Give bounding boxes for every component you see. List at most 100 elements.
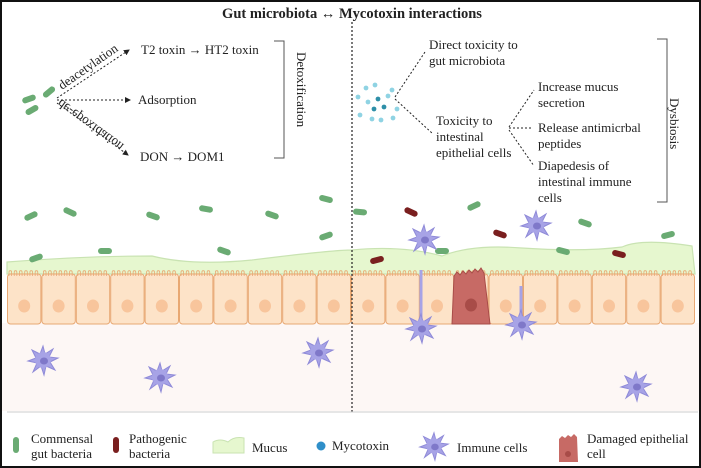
epithelial-cell — [247, 270, 283, 325]
mycotoxin-particle — [375, 96, 381, 102]
nucleus — [121, 299, 134, 313]
nucleus — [224, 299, 237, 313]
pathogenic-bacterium — [612, 249, 626, 259]
immune-cell — [408, 224, 440, 255]
immune-cell — [520, 210, 552, 241]
commensal-bacterium — [556, 246, 570, 256]
nucleus — [52, 299, 65, 313]
mycotoxin-particle — [365, 99, 371, 105]
commensal-bacteria-cluster-icon — [22, 86, 56, 115]
dysbiosis-label: Dysbiosis — [667, 98, 682, 149]
epithelial-cell — [488, 270, 524, 325]
epithelial-toxicity-connector — [394, 98, 434, 135]
mycotoxin-particle — [394, 106, 400, 112]
outcome-don: DON → DOM1 — [140, 149, 225, 164]
nucleus — [431, 299, 443, 313]
epithelial-cell — [75, 270, 111, 325]
mycotoxin-icon — [316, 441, 326, 451]
epithelial-cell — [591, 270, 627, 325]
commensal-bacterium — [98, 248, 112, 254]
commensal-bacterium — [435, 248, 449, 254]
nucleus — [603, 299, 615, 313]
detoxification-label: Detoxification — [294, 52, 309, 128]
epithelial-cell — [557, 270, 592, 325]
dysbiosis-bracket — [657, 38, 668, 203]
nucleus — [671, 299, 684, 313]
commensal-bacterium — [146, 211, 160, 221]
epithelial-cell — [282, 270, 317, 325]
epithelial-cell — [351, 270, 386, 325]
de-epoxidation-arrow — [56, 102, 129, 156]
mycotoxin-cluster-icon — [355, 82, 400, 123]
mycotoxin-particle — [357, 112, 363, 118]
nucleus — [362, 299, 375, 313]
mycotoxin-particle — [381, 104, 387, 110]
nucleus — [327, 299, 340, 313]
commensal-bacterium — [199, 205, 213, 213]
nucleus — [499, 299, 512, 313]
mycotoxin-particle — [390, 115, 396, 121]
deacetylation-label: deacetylation — [55, 40, 121, 92]
commensal-bacterium — [319, 231, 333, 241]
epithelial-cell — [660, 270, 695, 325]
immune-cell-icon — [419, 432, 449, 461]
pathogenic-bacterium — [404, 207, 418, 217]
de-epoxidation-label: de-epoxidation — [54, 96, 126, 154]
epithelial-cell — [626, 270, 661, 325]
epithelial-cell — [213, 270, 248, 325]
epithelial-cell — [144, 270, 180, 325]
mycotoxin-particle — [389, 87, 395, 93]
nucleus — [534, 299, 547, 313]
outcome-t2-toxin: T2 toxin → HT2 toxin — [141, 42, 259, 57]
commensal-bacterium — [319, 194, 333, 204]
nucleus — [190, 299, 203, 313]
mycotoxin-particle — [371, 106, 377, 112]
mycotoxin-particle — [363, 85, 369, 91]
legend-mycotoxin: Mycotoxin — [332, 438, 390, 453]
legend-mucus: Mucus — [252, 440, 287, 455]
diapedesis-effect-connector — [508, 129, 535, 167]
figure-title: Gut microbiota ↔ Mycotoxin interactions — [222, 6, 482, 22]
detoxification-bracket — [274, 40, 285, 159]
mycotoxin-particle — [355, 94, 361, 100]
epithelial-cell — [385, 270, 420, 325]
commensal-bacterium — [63, 207, 77, 217]
commensal-bacterium — [29, 253, 43, 263]
commensal-bacterium — [578, 218, 592, 228]
commensal-bacterium — [217, 246, 231, 256]
epithelial-cell — [316, 270, 352, 325]
commensal-bacterium — [353, 208, 367, 216]
commensal-bacterium — [661, 230, 675, 240]
commensal-bacterium — [265, 210, 279, 220]
mucus-icon — [212, 437, 245, 454]
immune-cells-layer — [27, 210, 652, 402]
nucleus — [259, 299, 271, 313]
commensal-bacteria-icon — [13, 437, 19, 453]
mucus-layer — [6, 241, 696, 275]
mycotoxin-particle — [372, 82, 378, 88]
deacetylation-arrow — [56, 49, 130, 99]
epithelial-cell — [523, 270, 558, 325]
epithelial-cell — [419, 270, 455, 325]
commensal-bacterium — [467, 201, 481, 211]
commensal-bacterium — [24, 211, 38, 221]
pathogenic-bacterium — [370, 255, 384, 265]
epithelial-cell — [7, 270, 42, 325]
epithelium — [7, 267, 695, 325]
mycotoxin-particle — [369, 116, 375, 122]
epithelial-cell — [110, 270, 145, 325]
pathogenic-bacterium — [493, 229, 507, 239]
legend-immune: Immune cells — [457, 440, 527, 455]
bacteria-layer — [24, 194, 675, 265]
nucleus — [637, 299, 650, 313]
nucleus — [18, 299, 31, 313]
epithelial-cell — [41, 270, 76, 325]
